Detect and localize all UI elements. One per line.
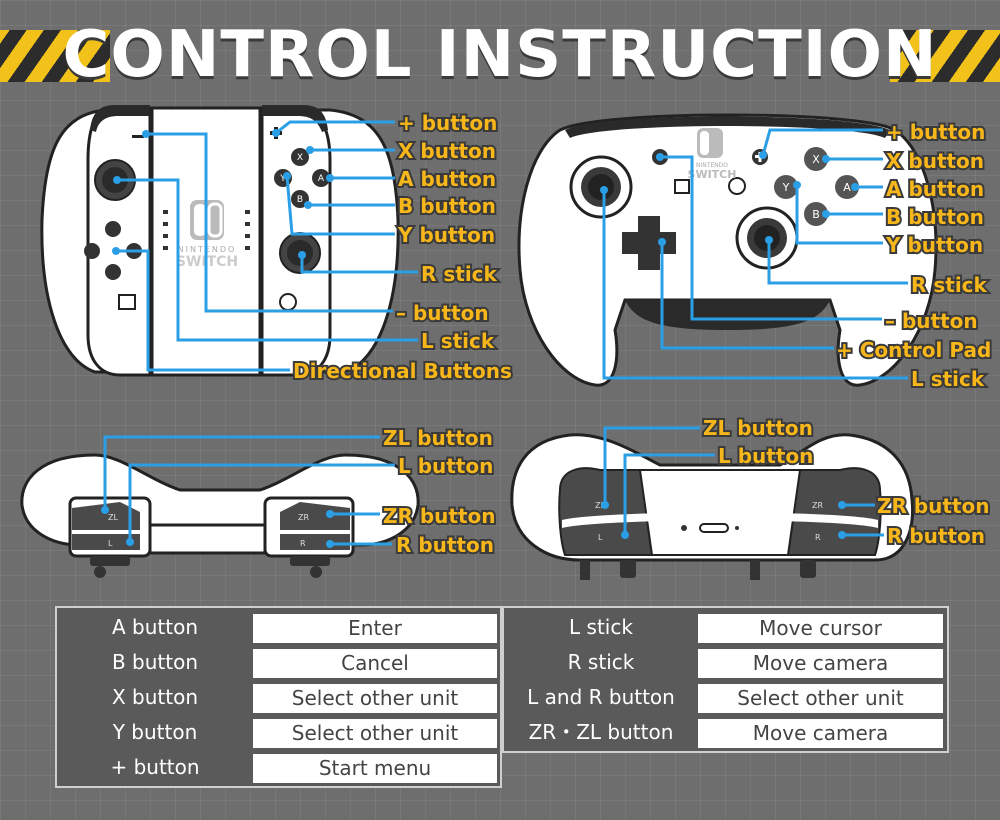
pro-top-label-l: L button — [718, 444, 813, 468]
pro-label-dpad: + Control Pad — [836, 338, 991, 362]
pro-logo-bottom: SWITCH — [688, 168, 737, 181]
table-key: L stick — [569, 615, 633, 639]
table-row: A button Enter — [57, 612, 500, 643]
grip-glyph-l: L — [108, 539, 113, 548]
joycon-label-dpad: Directional Buttons — [293, 359, 512, 383]
grip-label-zr: ZR button — [383, 504, 496, 528]
joycon-label-plus: + button — [398, 111, 497, 135]
pro-top-glyph-zr: ZR — [812, 501, 823, 510]
pro-top-labels: ZL button L button ZR button R button — [701, 414, 992, 550]
table-value: Select other unit — [253, 684, 497, 713]
table-row: R stick Move camera — [504, 647, 947, 678]
joycon-grip-front: NINTENDO SWITCH X Y A B — [40, 105, 400, 377]
pro-label-b: B button — [886, 205, 984, 229]
table-key: L and R button — [527, 685, 675, 709]
pro-switch-logo-icon: NINTENDO SWITCH — [688, 128, 737, 181]
pro-top-glyph-zl: ZL — [595, 501, 605, 510]
table-value: Start menu — [253, 754, 497, 783]
joycon-label-rstick: R stick — [421, 262, 498, 286]
joycon-label-a: A button — [398, 167, 496, 191]
grip-glyph-r: R — [300, 539, 306, 548]
pro-top-leader-lines — [603, 426, 884, 537]
grip-glyph-zl: ZL — [108, 513, 118, 522]
joycon-label-minus: – button — [396, 301, 489, 325]
table-row: L and R button Select other unit — [504, 682, 947, 713]
pro-leader-lines — [602, 128, 908, 380]
table-key: ZR・ZL button — [528, 720, 674, 744]
pro-glyph-y: Y — [782, 181, 790, 194]
pro-control-pad-icon — [622, 216, 676, 270]
pro-glyph-a: A — [843, 181, 851, 194]
grip-label-r: R button — [396, 533, 494, 557]
table-value: Move camera — [698, 719, 943, 748]
joycon-label-lstick: L stick — [421, 329, 495, 353]
joycon-labels: + button X button A button B button Y bu… — [291, 109, 514, 385]
table-value: Move camera — [698, 649, 943, 678]
pro-top-label-zr: ZR button — [877, 494, 990, 518]
table-row: L stick Move cursor — [504, 612, 947, 643]
joycon-label-x: X button — [398, 139, 496, 163]
grip-top-leader-lines — [103, 435, 395, 546]
controls-table-left: A button Enter B button Cancel X button … — [55, 606, 502, 788]
table-key: A button — [111, 615, 198, 639]
glyph-x: X — [297, 153, 303, 163]
grip-label-zl: ZL button — [383, 426, 493, 450]
pro-controller-top: ZL L ZR R — [510, 433, 915, 580]
glyph-y: Y — [279, 174, 286, 184]
pro-face-buttons: X Y A B — [774, 147, 859, 226]
minus-button-icon — [132, 135, 144, 138]
pro-label-a: A button — [886, 177, 984, 201]
controls-table-right: L stick Move cursor R stick Move camera … — [502, 606, 949, 753]
grip-glyph-zr: ZR — [298, 513, 309, 522]
hazard-stripe-right — [890, 30, 1000, 82]
capture-button-icon — [118, 294, 136, 310]
directional-buttons-icon — [84, 221, 142, 280]
joycon-label-y: Y button — [397, 223, 495, 247]
table-value: Cancel — [253, 649, 497, 678]
joycon-grip-top: ZL L ZR R — [20, 453, 420, 578]
pro-label-y: Y button — [885, 233, 983, 257]
hazard-stripe-left — [0, 30, 110, 82]
table-row: X button Select other unit — [57, 682, 500, 713]
table-row: Y button Select other unit — [57, 717, 500, 748]
pro-label-plus: + button — [886, 120, 985, 144]
table-row: B button Cancel — [57, 647, 500, 678]
table-value: Select other unit — [698, 684, 943, 713]
table-row: ZR・ZL button Move camera — [504, 717, 947, 748]
grip-label-l: L button — [398, 454, 493, 478]
home-button-icon — [279, 293, 297, 311]
pro-label-lstick: L stick — [911, 367, 985, 391]
table-value: Select other unit — [253, 719, 497, 748]
pro-glyph-b: B — [812, 208, 820, 221]
table-row: + button Start menu — [57, 752, 500, 783]
table-key: X button — [111, 685, 199, 709]
page-title: CONTROL INSTRUCTION — [62, 18, 938, 92]
pro-top-label-r: R button — [887, 524, 985, 548]
pro-labels: + button X button A button B button Y bu… — [834, 118, 993, 393]
pro-top-glyph-r: R — [815, 533, 821, 542]
table-key: Y button — [112, 720, 198, 744]
pro-glyph-x: X — [812, 153, 820, 166]
pro-top-label-zl: ZL button — [703, 416, 813, 440]
glyph-b: B — [297, 195, 303, 205]
joycon-leader-lines — [116, 120, 418, 372]
pro-label-x: X button — [886, 149, 984, 173]
pro-logo-top: NINTENDO — [696, 162, 728, 169]
table-value: Move cursor — [698, 614, 943, 643]
pro-top-glyph-l: L — [598, 533, 603, 542]
table-key: B button — [111, 650, 199, 674]
glyph-a: A — [318, 174, 325, 184]
pro-label-minus: – button — [885, 309, 978, 333]
pro-controller-front: NINTENDO SWITCH X Y A B — [517, 113, 938, 387]
pro-label-rstick: R stick — [911, 273, 988, 297]
table-key: R stick — [567, 650, 635, 674]
table-key: + button — [110, 755, 200, 779]
joycon-label-b: B button — [398, 194, 496, 218]
table-value: Enter — [253, 614, 497, 643]
grip-top-labels: ZL button L button ZR button R button — [381, 424, 498, 559]
